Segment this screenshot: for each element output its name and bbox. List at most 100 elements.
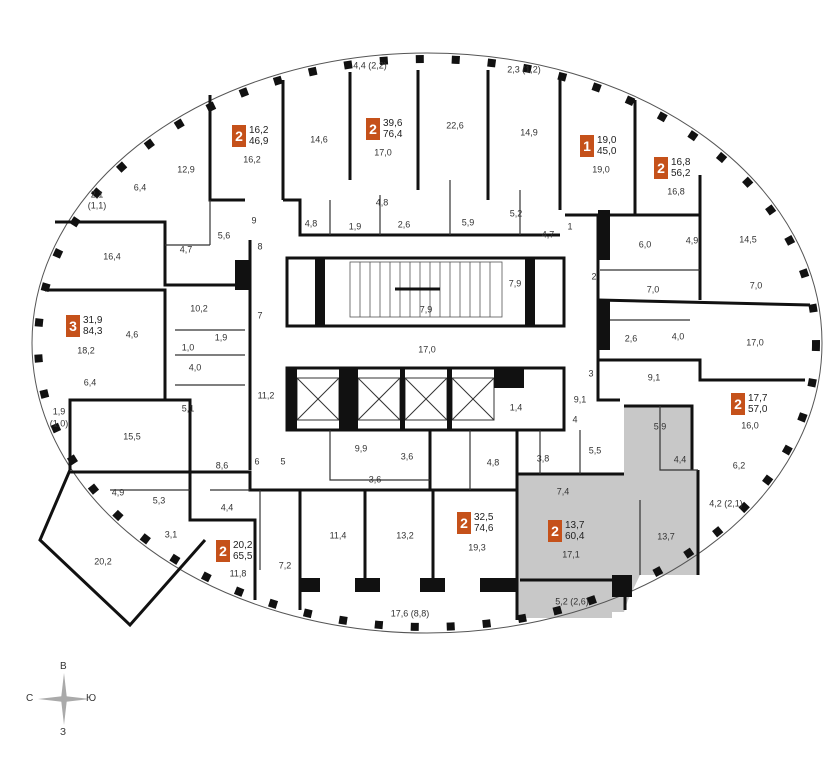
living-area: 39,6: [383, 118, 403, 129]
room-area-label: 4,4 (2,2): [353, 60, 387, 71]
room-area-label: 17,1: [562, 549, 580, 560]
room-area-label: 16,2: [243, 154, 261, 165]
elevators: [296, 377, 495, 421]
door-number: 8: [257, 241, 263, 252]
living-area: 13,7: [565, 520, 585, 531]
room-area-label: 11,2: [257, 390, 275, 401]
room-area-label: 3,6: [400, 451, 414, 462]
room-area-label: 7,9: [419, 304, 433, 315]
room-area-label: 7,0: [646, 284, 660, 295]
room-area-label: 2,6: [397, 219, 411, 230]
room-area-label: 6,4: [83, 377, 97, 388]
room-area-label: 7,9: [508, 278, 522, 289]
compass: В З С Ю: [26, 661, 110, 745]
room-area-label: 5,1: [181, 403, 195, 414]
total-area: 56,2: [671, 168, 691, 179]
room-area-label: 4,4: [673, 454, 687, 465]
room-count: 3: [66, 315, 80, 337]
room-area-label: 2,6: [624, 333, 638, 344]
room-area-label: 13,7: [657, 531, 675, 542]
compass-north-label: В: [60, 661, 67, 672]
total-area: 57,0: [748, 404, 768, 415]
room-area-label: 19,3: [468, 542, 486, 553]
room-area-label: 4,8: [375, 197, 389, 208]
door-number: 4: [572, 414, 578, 425]
total-area: 60,4: [565, 531, 585, 542]
compass-south-label: З: [60, 727, 67, 738]
room-area-label: 2,1: [90, 189, 104, 200]
total-area: 45,0: [597, 146, 617, 157]
room-area-label: 14,6: [310, 134, 328, 145]
room-area-label: 5,2 (2,6): [555, 596, 589, 607]
highlighted-apartment-area[interactable]: [517, 406, 698, 612]
room-area-label: 4,8: [486, 457, 500, 468]
living-area: 17,7: [748, 393, 768, 404]
room-count: 2: [216, 540, 230, 562]
room-count: 1: [580, 135, 594, 157]
room-count: 2: [366, 118, 380, 140]
room-area-label: 3,8: [536, 453, 550, 464]
door-number: 2: [591, 271, 597, 282]
room-area-label: 6,4: [133, 182, 147, 193]
room-area-label: 11,4: [329, 530, 347, 541]
total-area: 46,9: [249, 136, 269, 147]
facade-piers: [34, 55, 820, 631]
door-number: 7: [257, 310, 263, 321]
room-area-label: 5,5: [588, 445, 602, 456]
compass-east-label: Ю: [86, 693, 97, 704]
room-count: 2: [654, 157, 668, 179]
room-area-label: 6,2: [732, 460, 746, 471]
room-area-label: 16,8: [667, 186, 685, 197]
total-area: 74,6: [474, 523, 494, 534]
room-area-label: 7,0: [749, 280, 763, 291]
room-area-label: 4,4: [220, 502, 234, 513]
room-area-label: 18,2: [77, 345, 95, 356]
room-area-label: 1,9: [348, 221, 362, 232]
room-area-label: 13,2: [396, 530, 414, 541]
room-area-label: 14,5: [739, 234, 757, 245]
room-area-label: 4,7: [541, 229, 555, 240]
total-area: 76,4: [383, 129, 403, 140]
room-area-label: 4,9: [111, 487, 125, 498]
living-area: 16,8: [671, 157, 691, 168]
room-area-label: 4,7: [179, 244, 193, 255]
living-area: 19,0: [597, 135, 617, 146]
room-area-label: 4,9: [685, 235, 699, 246]
room-area-label: (1,0): [49, 418, 69, 429]
room-area-label: 16,4: [103, 251, 121, 262]
highlighted-balcony: [517, 590, 612, 618]
room-count: 2: [232, 125, 246, 147]
room-area-label: 5,9: [653, 421, 667, 432]
room-area-label: 5,6: [217, 230, 231, 241]
room-area-label: 3,6: [368, 474, 382, 485]
room-area-label: 16,0: [741, 420, 759, 431]
room-area-label: 7,2: [278, 560, 292, 571]
door-number: 6: [254, 456, 260, 467]
room-count: 2: [548, 520, 562, 542]
living-area: 16,2: [249, 125, 269, 136]
total-area: 65,5: [233, 551, 253, 562]
room-area-label: 12,9: [177, 164, 195, 175]
living-area: 20,2: [233, 540, 253, 551]
room-area-label: 1,9: [52, 406, 66, 417]
room-area-label: 19,0: [592, 164, 610, 175]
room-area-label: 9,1: [573, 394, 587, 405]
room-area-label: 9,9: [354, 443, 368, 454]
room-area-label: 17,0: [418, 344, 436, 355]
room-area-label: 3,1: [164, 529, 178, 540]
stairwell: [349, 261, 503, 318]
building-outline: [31, 52, 823, 634]
compass-rose-icon: [38, 673, 90, 725]
door-number: 9: [251, 215, 257, 226]
room-area-label: 4,6: [125, 329, 139, 340]
